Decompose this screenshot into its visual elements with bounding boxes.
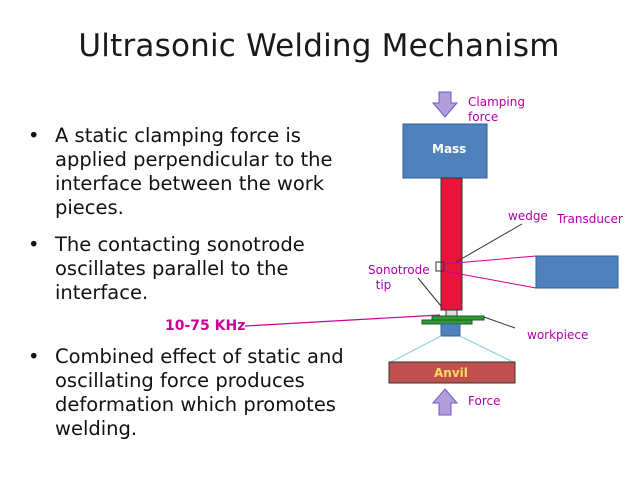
workpiece-upper: [431, 315, 485, 321]
mass-block: [402, 123, 488, 179]
bullet-combined-effect: • Combined effect of static and oscillat…: [28, 345, 344, 441]
support-line-right: [459, 335, 514, 363]
transducer-line-bottom: [443, 270, 537, 289]
bullet-sonotrode-oscillation: • The contacting sonotrode oscillates pa…: [28, 233, 305, 305]
anvil-label: Anvil: [434, 366, 468, 380]
clamping-force-arrow-icon: [431, 91, 459, 118]
bullet-dot-icon: •: [28, 345, 40, 368]
anvil-tip: [440, 323, 461, 337]
bullet-text: A static clamping force is applied perpe…: [55, 124, 333, 219]
bullet-clamping-force: • A static clamping force is applied per…: [28, 124, 332, 220]
wedge-label: wedge: [508, 209, 548, 223]
transducer-line-top: [443, 255, 537, 265]
frequency-label: 10-75 KHz: [165, 318, 246, 334]
wedge-marker: [435, 261, 445, 272]
sonotrode-rod: [440, 177, 463, 311]
transducer-box: [535, 255, 619, 289]
sonotrode-tip-leader: [417, 277, 442, 307]
mass-label: Mass: [432, 142, 467, 156]
wedge-leader: [455, 223, 523, 263]
bullet-dot-icon: •: [28, 233, 40, 256]
clamping-force-label: Clamping force: [468, 95, 525, 124]
frequency-leader: [244, 314, 441, 327]
bullet-text: Combined effect of static and oscillatin…: [55, 345, 344, 440]
workpiece-leader: [483, 316, 516, 329]
workpiece-label: workpiece: [527, 328, 589, 342]
force-label: Force: [468, 394, 501, 408]
bullet-text: The contacting sonotrode oscillates para…: [55, 233, 305, 304]
sonotrode-tip: [445, 309, 458, 317]
support-line-left: [390, 335, 442, 363]
anvil-block: [388, 361, 516, 384]
workpiece-lower: [421, 319, 473, 325]
force-arrow-icon: [431, 388, 459, 416]
transducer-label: Transducer: [557, 212, 623, 226]
slide-title: Ultrasonic Welding Mechanism: [78, 28, 560, 64]
bullet-dot-icon: •: [28, 124, 40, 147]
sonotrode-tip-label: Sonotrode tip: [368, 263, 430, 292]
